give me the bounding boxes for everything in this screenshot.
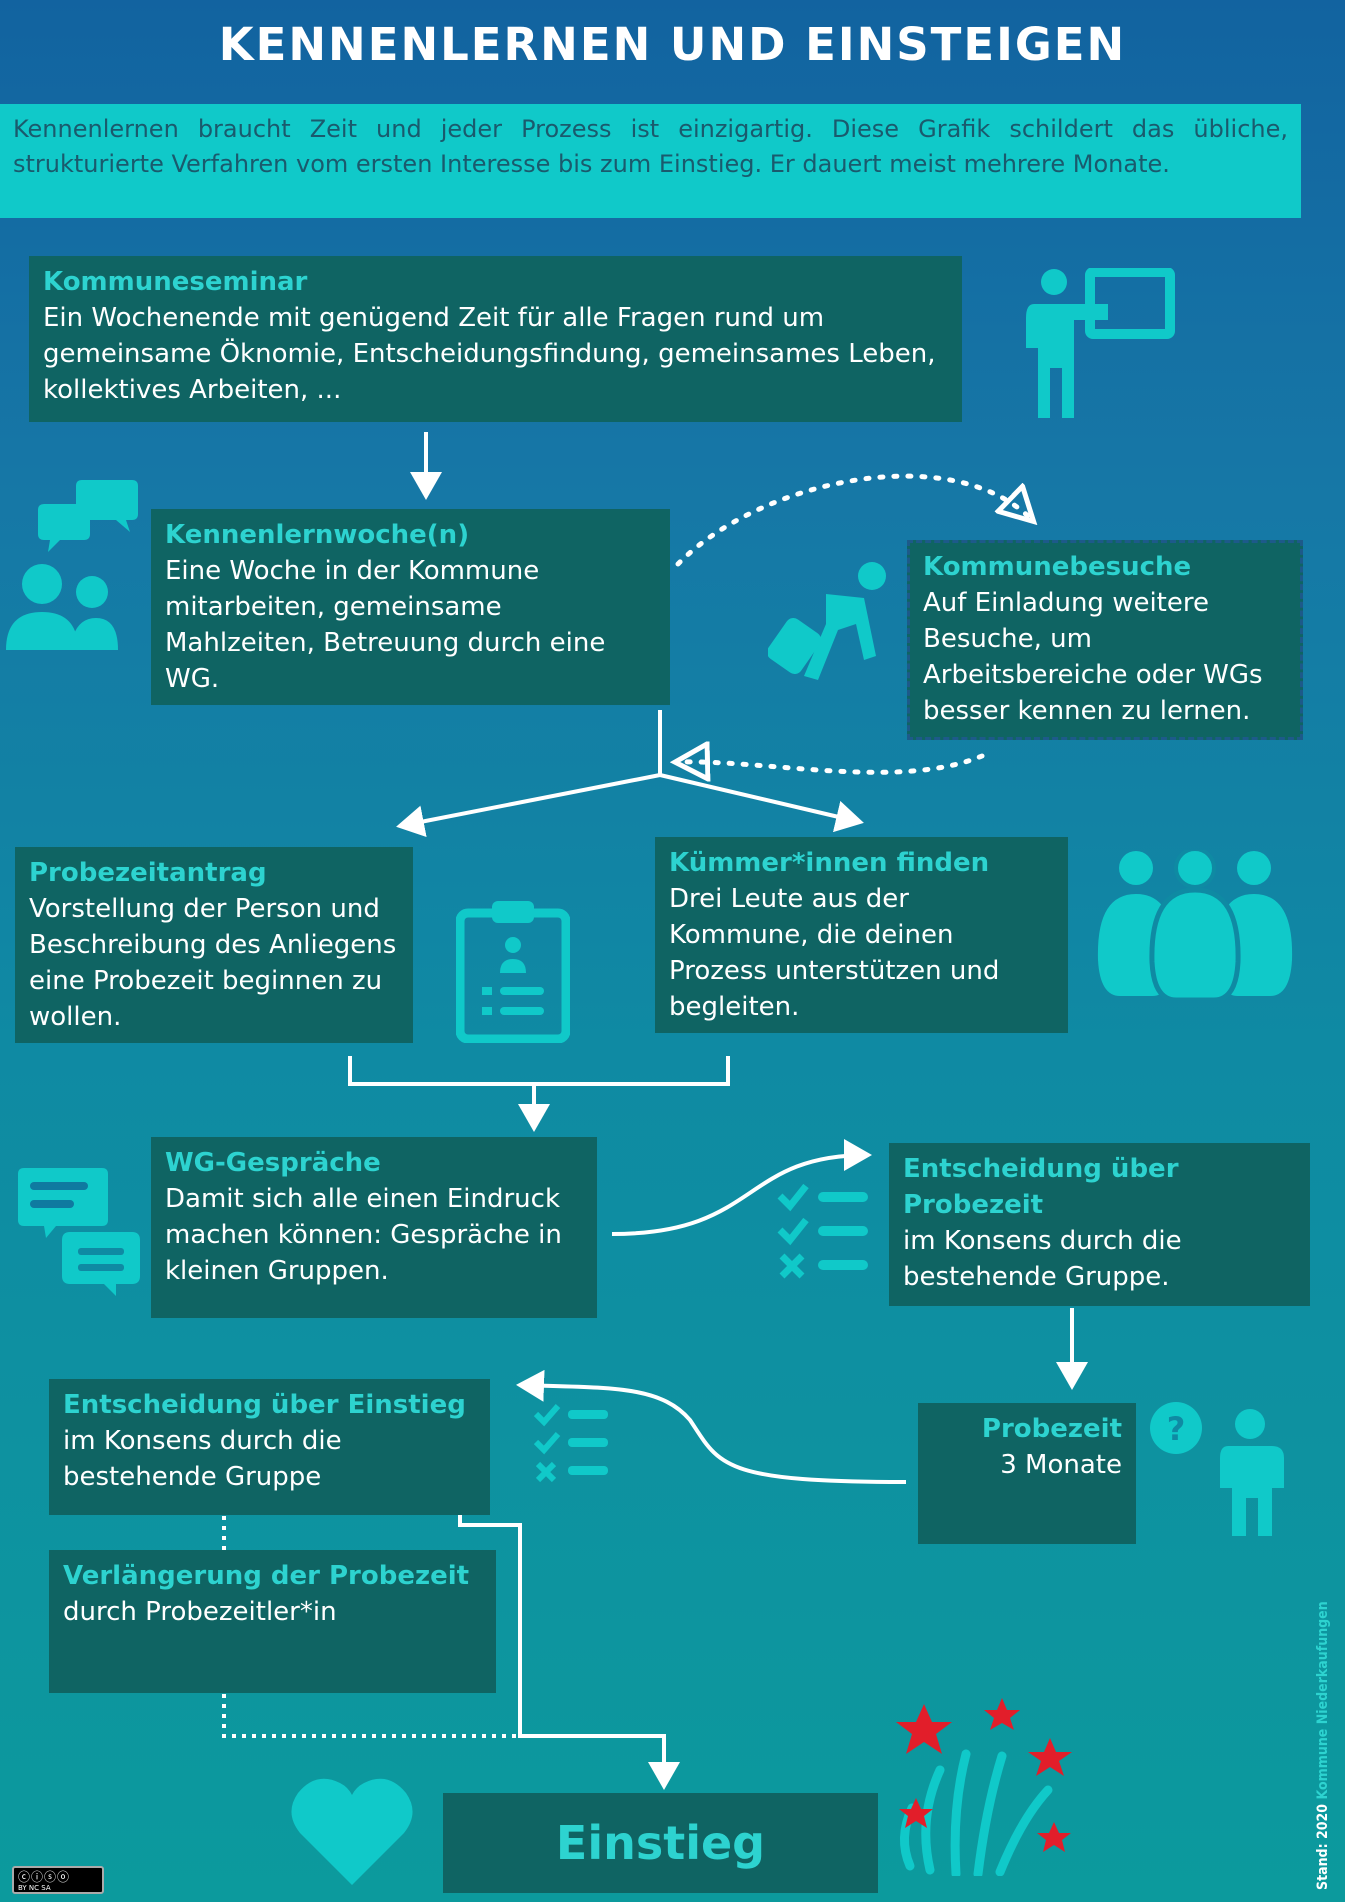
step-heading: Kennenlernwoche(n)	[165, 520, 470, 550]
step-text: Vorstellung der Person und Beschreibung …	[29, 894, 397, 1032]
svg-text:?: ?	[1167, 1410, 1186, 1448]
step-wg-gespraeche: WG-Gespräche Damit sich alle einen Eindr…	[151, 1137, 597, 1318]
step-text: Drei Leute aus der Kommune, die deinen P…	[669, 884, 1000, 1022]
presenter-icon	[1026, 268, 1175, 418]
step-text: 3 Monate	[1000, 1450, 1122, 1480]
step-heading: Entscheidung über Einstieg	[63, 1390, 466, 1420]
conversation-icon	[18, 1168, 140, 1296]
step-probezeitantrag: Probezeitantrag Vorstellung der Person u…	[15, 847, 413, 1043]
step-text: Damit sich alle einen Eindruck machen kö…	[165, 1184, 562, 1286]
traveler-icon	[768, 562, 886, 680]
cc-symbols-icon: ⓒⓘⓢⓞ	[18, 1870, 71, 1884]
fireworks-icon	[896, 1698, 1072, 1876]
heart-icon	[291, 1778, 413, 1885]
step-heading: WG-Gespräche	[165, 1148, 381, 1178]
step-heading: Kommunebesuche	[923, 552, 1192, 582]
step-heading: Einstieg	[555, 1816, 766, 1870]
arrow-probezeit-to-einstieg	[516, 1369, 907, 1484]
dotted-verlaengerung-to-einstieg	[222, 1694, 520, 1738]
page-title: KENNENLERNEN UND EINSTEIGEN	[218, 18, 1127, 71]
intro-text: Kennenlernen braucht Zeit und jeder Proz…	[0, 104, 1301, 218]
line-to-einstieg	[458, 1515, 680, 1790]
clipboard-icon	[456, 901, 570, 1043]
step-einstieg: Einstieg	[443, 1793, 878, 1893]
license-label: BY NC SA	[18, 1884, 51, 1892]
author-label: Kommune Niederkaufungen	[1315, 1601, 1331, 1800]
step-kommuneseminar: Kommuneseminar Ein Wochenende mit genüge…	[29, 256, 962, 422]
step-heading: Verlängerung der Probezeit	[63, 1561, 470, 1591]
group-people-icon	[6, 564, 118, 650]
chat-bubbles-icon	[38, 480, 138, 552]
dotted-woche-to-besuche	[675, 473, 1030, 567]
question-person-icon: ?	[1150, 1402, 1284, 1536]
step-kuemmerinnen: Kümmer*innen finden Drei Leute aus der K…	[655, 837, 1068, 1033]
step-text: im Konsens durch die bestehende Gruppe.	[903, 1226, 1182, 1292]
step-heading: Entscheidung über Probezeit	[903, 1154, 1179, 1220]
step-probezeit: Probezeit 3 Monate	[918, 1403, 1136, 1544]
step-kommunebesuche: Kommunebesuche Auf Einladung weitere Bes…	[907, 540, 1303, 740]
step-text: Ein Wochenende mit genügend Zeit für all…	[43, 303, 936, 405]
step-entscheidung-probezeit: Entscheidung über Probezeit im Konsens d…	[889, 1143, 1310, 1306]
merge-bracket	[348, 1056, 730, 1086]
arrow-to-kuemmer	[659, 773, 864, 833]
license-badge: ⓒⓘⓢⓞ BY NC SA	[12, 1866, 104, 1894]
step-kennenlernwoche: Kennenlernwoche(n) Eine Woche in der Kom…	[151, 509, 670, 705]
arrow-wg-to-entscheidung	[611, 1139, 872, 1236]
step-heading: Probezeitantrag	[29, 858, 267, 888]
step-verlaengerung: Verlängerung der Probezeit durch Probeze…	[49, 1550, 496, 1693]
step-entscheidung-einstieg: Entscheidung über Einstieg im Konsens du…	[49, 1379, 490, 1515]
step-heading: Kommuneseminar	[43, 267, 308, 297]
step-text: Eine Woche in der Kommune mitarbeiten, g…	[165, 556, 606, 694]
three-people-icon	[1097, 850, 1293, 1000]
step-text: im Konsens durch die bestehende Gruppe	[63, 1426, 342, 1492]
dotted-besuche-to-branch	[680, 756, 985, 772]
stand-label: Stand: 2020	[1315, 1803, 1331, 1890]
footer-stamp: Stand: 2020 Kommune Niederkaufungen	[1315, 1601, 1331, 1890]
step-heading: Kümmer*innen finden	[669, 848, 990, 878]
checklist-icon	[777, 1183, 868, 1279]
checklist-small-icon	[533, 1404, 608, 1483]
step-text: Auf Einladung weitere Besuche, um Arbeit…	[923, 588, 1263, 726]
step-heading: Probezeit	[981, 1414, 1122, 1444]
step-text: durch Probezeitler*in	[63, 1597, 337, 1627]
arrow-to-antrag	[396, 773, 661, 838]
